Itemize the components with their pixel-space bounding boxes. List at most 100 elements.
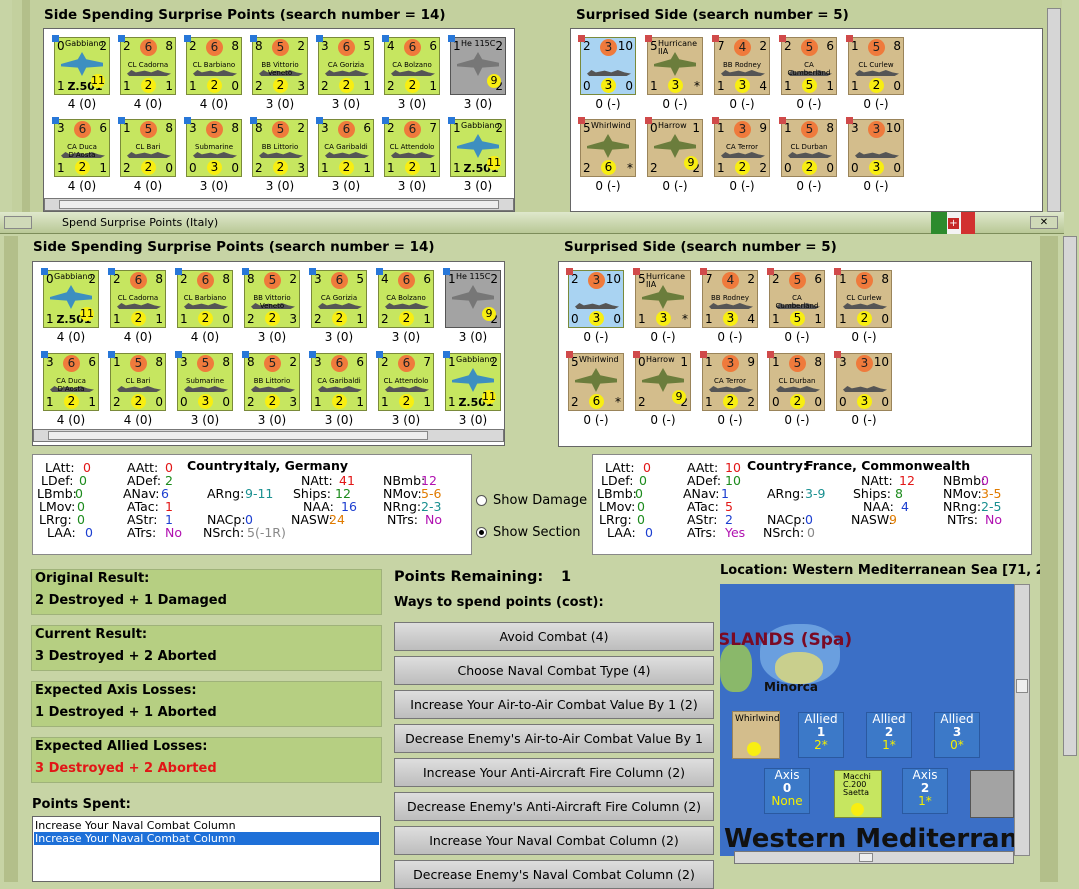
increase-air-to-air-button[interactable]: Increase Your Air-to-Air Combat Value By…	[394, 690, 714, 719]
unit-count: 4 (0)	[133, 179, 163, 193]
dialog-right-frame	[1040, 236, 1058, 882]
top-right-vscroll[interactable]	[1047, 8, 1061, 212]
unit-combat-circle: 5	[868, 39, 885, 56]
unit-count: 4 (0)	[133, 97, 163, 111]
stat-value-adef: 2	[165, 473, 173, 488]
top-axis-hscroll[interactable]	[44, 198, 514, 211]
map-hscroll[interactable]	[734, 851, 1014, 864]
decrease-enemy-anti-aircraft-button[interactable]: Decrease Enemy's Anti-Aircraft Fire Colu…	[394, 792, 714, 821]
main-right-vscroll[interactable]	[1063, 236, 1077, 756]
unit-defense-circle: 2	[790, 394, 805, 409]
show-section-label[interactable]: Show Section	[493, 525, 581, 540]
nation-flag-icon	[846, 35, 853, 42]
unit-right-stat: 1	[423, 312, 431, 326]
nation-flag-icon	[779, 117, 786, 124]
decrease-enemy-air-to-air-button[interactable]: Decrease Enemy's Air-to-Air Combat Value…	[394, 724, 714, 773]
increase-anti-aircraft-button[interactable]: Increase Your Anti-Aircraft Fire Column …	[394, 758, 714, 787]
decrease-enemy-naval-combat-button[interactable]: Decrease Enemy's Naval Combat Column (2)	[394, 860, 714, 889]
unit-attack: 2	[784, 39, 792, 53]
show-damage-label[interactable]: Show Damage	[493, 493, 588, 508]
unit-right-stat: 1	[99, 161, 107, 175]
unit-left-stat: 2	[583, 161, 591, 175]
unit-attack: 0	[650, 121, 658, 135]
axis-units-hscroll[interactable]	[33, 429, 504, 442]
points-spent-item-selected[interactable]: Increase Your Naval Combat Column	[34, 832, 379, 845]
choose-naval-combat-type-button[interactable]: Choose Naval Combat Type (4)	[394, 656, 714, 685]
unit-left-stat: 0	[772, 395, 780, 409]
stat-label-laa: LAA:	[607, 525, 636, 540]
map-whirlwind-unit[interactable]: Whirlwind	[732, 711, 780, 759]
unit-right-stat: 3	[289, 312, 297, 326]
increase-naval-combat-button[interactable]: Increase Your Naval Combat Column (2)	[394, 826, 714, 855]
map-he115-unit[interactable]	[970, 770, 1014, 818]
points-spent-item[interactable]: Increase Your Naval Combat Column	[35, 819, 236, 832]
window-menu-icon[interactable]	[4, 216, 32, 229]
unit-name: CA Gorizia	[327, 61, 365, 69]
unit-right-stat: 0	[155, 395, 163, 409]
close-icon[interactable]: ✕	[1030, 216, 1058, 229]
points-spent-list[interactable]: Increase Your Naval Combat Column Increa…	[32, 816, 381, 882]
show-damage-radio[interactable]	[476, 495, 487, 506]
avoid-combat-button[interactable]: Avoid Combat (4)	[394, 622, 714, 651]
map-vscroll[interactable]	[1014, 584, 1030, 856]
unit-count: 4 (0)	[123, 413, 153, 427]
map-macchi-unit[interactable]: Macchi C.200 Saetta	[834, 770, 882, 818]
unit-combat-circle: 5	[801, 121, 818, 138]
show-section-radio[interactable]	[476, 527, 487, 538]
